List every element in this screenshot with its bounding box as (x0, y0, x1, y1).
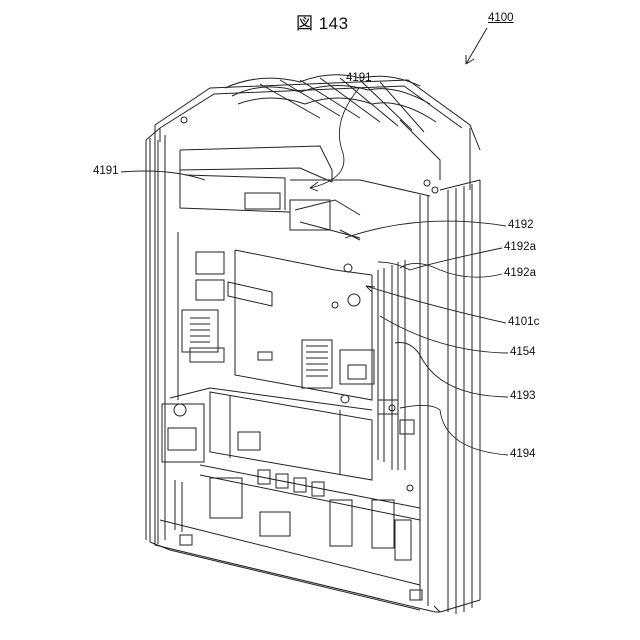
callout-4192: 4192 (508, 219, 534, 231)
callout-4191-left: 4191 (93, 165, 119, 177)
main-board (178, 232, 374, 403)
heat-sink-fins (225, 75, 440, 180)
enclosure-outline (146, 80, 480, 614)
callout-4100: 4100 (488, 12, 514, 24)
right-busbars (378, 260, 405, 470)
callout-4192a-1: 4192a (504, 241, 536, 253)
callout-4101c: 4101c (508, 316, 539, 328)
callout-4191-top: 4191 (346, 72, 372, 84)
callout-4194: 4194 (510, 448, 536, 460)
callout-4193: 4193 (510, 390, 536, 402)
callout-4192a-2: 4192a (504, 267, 536, 279)
main-ref-arrow (466, 28, 487, 64)
callout-4154: 4154 (510, 346, 536, 358)
leader-lines (121, 87, 508, 455)
